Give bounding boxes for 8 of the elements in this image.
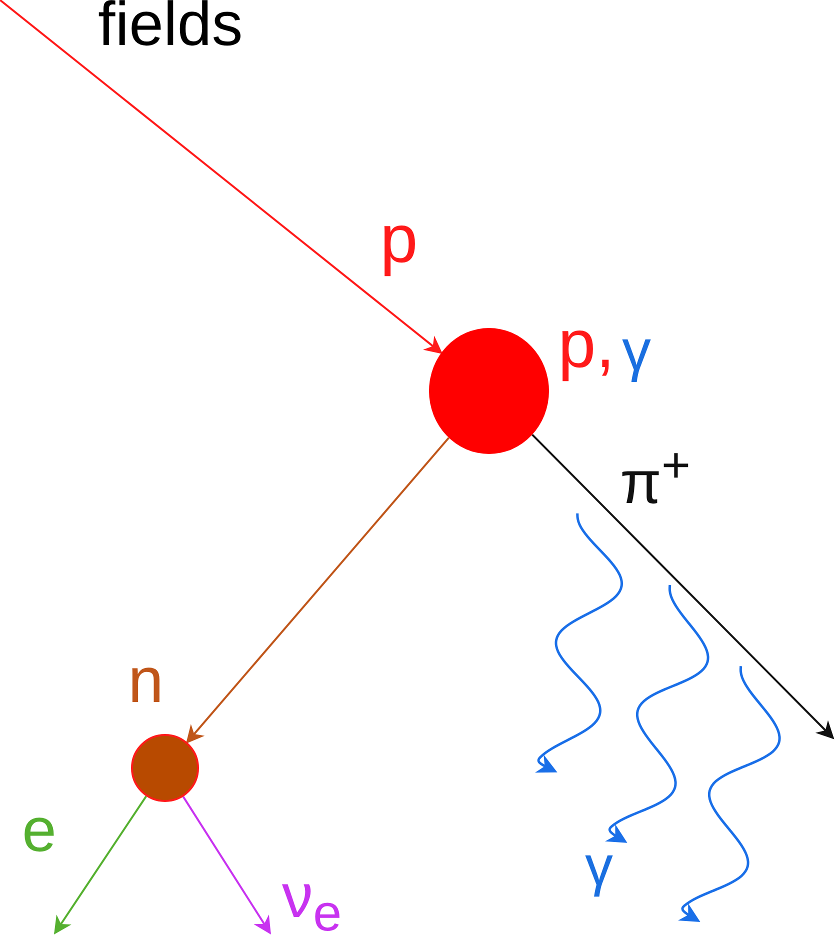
arrow [186, 437, 450, 744]
arrow [0, 0, 443, 354]
particle-label: n [128, 648, 164, 712]
arrow [182, 796, 271, 935]
particle-label: γ [622, 322, 651, 380]
particle-circle [131, 734, 199, 802]
arrow [532, 434, 834, 740]
arrow [54, 796, 147, 934]
